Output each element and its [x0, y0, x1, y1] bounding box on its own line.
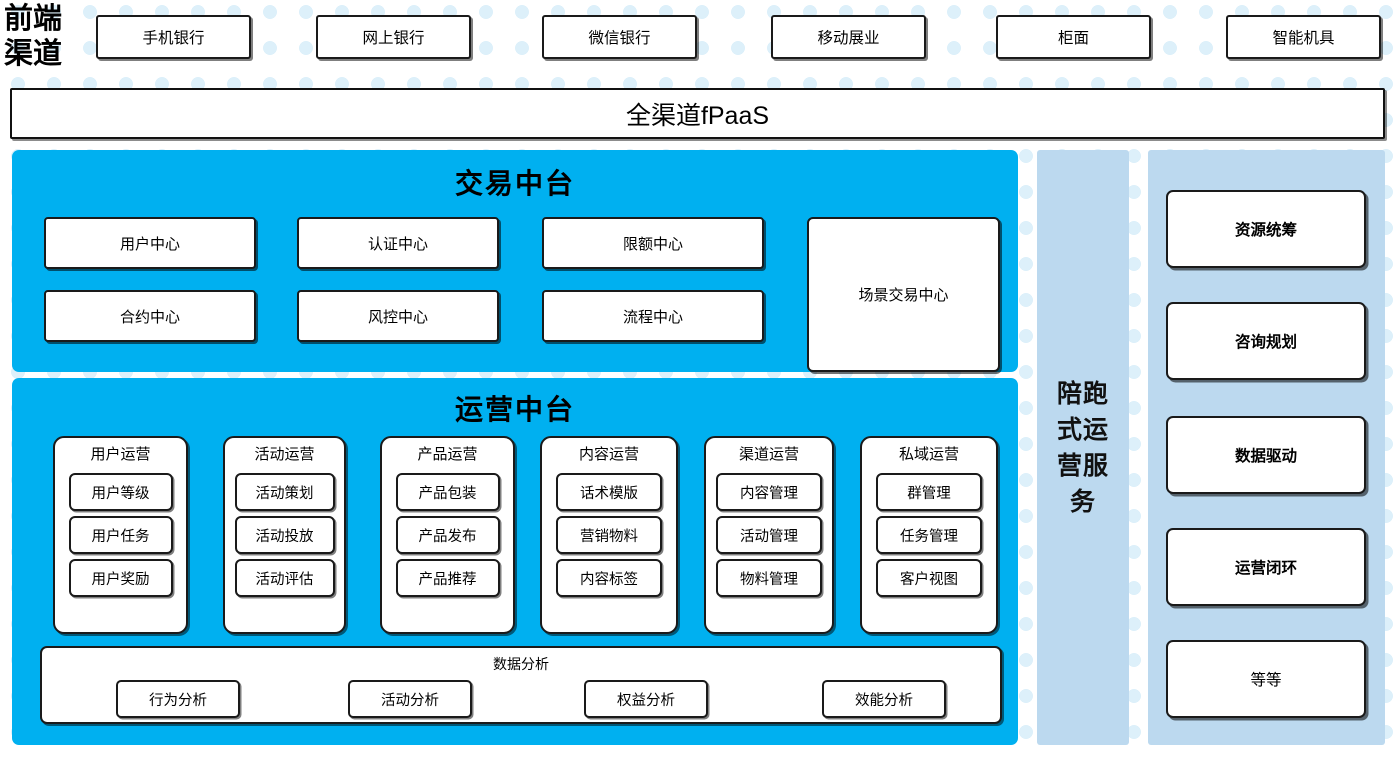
ops-column-title: 渠道运营 — [738, 446, 799, 463]
ops-column-6: 私域运营群管理任务管理客户视图 — [860, 436, 998, 634]
channel-box-5[interactable]: 柜面 — [996, 15, 1151, 59]
accompany-service-label: 陪跑式运营服务 — [1052, 376, 1114, 520]
ops-item-5-1[interactable]: 内容管理 — [716, 473, 822, 511]
front-channel-label-line: 前端 — [4, 3, 63, 35]
ops-item-4-2[interactable]: 营销物料 — [556, 516, 662, 554]
data-analysis-item-2[interactable]: 活动分析 — [348, 680, 472, 718]
right-service-item-4[interactable]: 运营闭环 — [1166, 528, 1366, 606]
ops-column-4: 内容运营话术模版营销物料内容标签 — [540, 436, 678, 634]
ops-item-5-3[interactable]: 物料管理 — [716, 559, 822, 597]
ops-center-panel: 运营中台 用户运营用户等级用户任务用户奖励活动运营活动策划活动投放活动评估产品运… — [12, 378, 1018, 745]
accompany-service-label-line: 营服 — [1056, 451, 1109, 480]
trade-center-box-1[interactable]: 用户中心 — [44, 217, 256, 269]
right-service-item-3[interactable]: 数据驱动 — [1166, 416, 1366, 494]
front-channel-label: 前端渠道 — [4, 2, 82, 74]
fpaas-bar-label: 全渠道fPaaS — [625, 101, 770, 130]
front-channel-label-line: 渠道 — [4, 38, 63, 70]
data-analysis-title: 数据分析 — [493, 656, 549, 672]
ops-item-6-2[interactable]: 任务管理 — [876, 516, 982, 554]
ops-item-1-2[interactable]: 用户任务 — [68, 516, 173, 554]
accompany-service-label-line: 务 — [1069, 487, 1096, 516]
ops-item-2-3[interactable]: 活动评估 — [234, 559, 335, 597]
ops-column-title: 私域运营 — [898, 446, 959, 463]
trade-center-box-2[interactable]: 认证中心 — [297, 217, 499, 269]
ops-column-title: 内容运营 — [578, 446, 639, 463]
data-analysis-item-4[interactable]: 效能分析 — [822, 680, 946, 718]
ops-item-3-2[interactable]: 产品发布 — [395, 516, 500, 554]
ops-column-3: 产品运营产品包装产品发布产品推荐 — [380, 436, 515, 634]
trade-center-title: 交易中台 — [454, 168, 575, 199]
right-service-item-5[interactable]: 等等 — [1166, 640, 1366, 718]
channel-box-6[interactable]: 智能机具 — [1226, 15, 1381, 59]
ops-item-6-1[interactable]: 群管理 — [876, 473, 982, 511]
right-service-item-2[interactable]: 咨询规划 — [1166, 302, 1366, 380]
trade-center-box-3[interactable]: 限额中心 — [542, 217, 764, 269]
ops-item-4-3[interactable]: 内容标签 — [556, 559, 662, 597]
right-service-item-1[interactable]: 资源统筹 — [1166, 190, 1366, 268]
ops-column-5: 渠道运营内容管理活动管理物料管理 — [704, 436, 834, 634]
ops-center-title: 运营中台 — [454, 394, 575, 425]
trade-center-box-4[interactable]: 合约中心 — [44, 290, 256, 342]
ops-column-2: 活动运营活动策划活动投放活动评估 — [223, 436, 346, 634]
channel-box-2[interactable]: 网上银行 — [316, 15, 471, 59]
data-analysis-item-3[interactable]: 权益分析 — [584, 680, 708, 718]
accompany-service-label-line: 陪跑 — [1056, 379, 1109, 408]
ops-item-2-1[interactable]: 活动策划 — [234, 473, 335, 511]
ops-column-title: 用户运营 — [90, 446, 151, 463]
ops-item-1-1[interactable]: 用户等级 — [68, 473, 173, 511]
ops-column-title: 活动运营 — [254, 446, 315, 463]
trade-center-box-6[interactable]: 流程中心 — [542, 290, 764, 342]
channel-box-1[interactable]: 手机银行 — [96, 15, 251, 59]
ops-item-3-3[interactable]: 产品推荐 — [395, 559, 500, 597]
data-analysis-box: 数据分析 行为分析 活动分析 权益分析 效能分析 — [40, 646, 1002, 724]
ops-item-3-1[interactable]: 产品包装 — [395, 473, 500, 511]
ops-column-1: 用户运营用户等级用户任务用户奖励 — [53, 436, 188, 634]
ops-item-4-1[interactable]: 话术模版 — [556, 473, 662, 511]
accompany-service-panel: 陪跑式运营服务 — [1037, 150, 1129, 745]
right-services-panel: 资源统筹咨询规划数据驱动运营闭环等等 — [1148, 150, 1385, 745]
scene-trade-center-box[interactable]: 场景交易中心 — [807, 217, 1000, 372]
ops-column-title: 产品运营 — [417, 446, 478, 463]
data-analysis-item-1[interactable]: 行为分析 — [116, 680, 240, 718]
trade-center-box-5[interactable]: 风控中心 — [297, 290, 499, 342]
ops-item-6-3[interactable]: 客户视图 — [876, 559, 982, 597]
ops-item-5-2[interactable]: 活动管理 — [716, 516, 822, 554]
ops-item-1-3[interactable]: 用户奖励 — [68, 559, 173, 597]
channel-box-4[interactable]: 移动展业 — [771, 15, 926, 59]
accompany-service-label-line: 式运 — [1056, 415, 1109, 444]
ops-item-2-2[interactable]: 活动投放 — [234, 516, 335, 554]
trade-center-panel: 交易中台 用户中心认证中心限额中心合约中心风控中心流程中心 场景交易中心 — [12, 150, 1018, 372]
channel-box-3[interactable]: 微信银行 — [542, 15, 697, 59]
fpaas-bar: 全渠道fPaaS — [10, 88, 1385, 139]
